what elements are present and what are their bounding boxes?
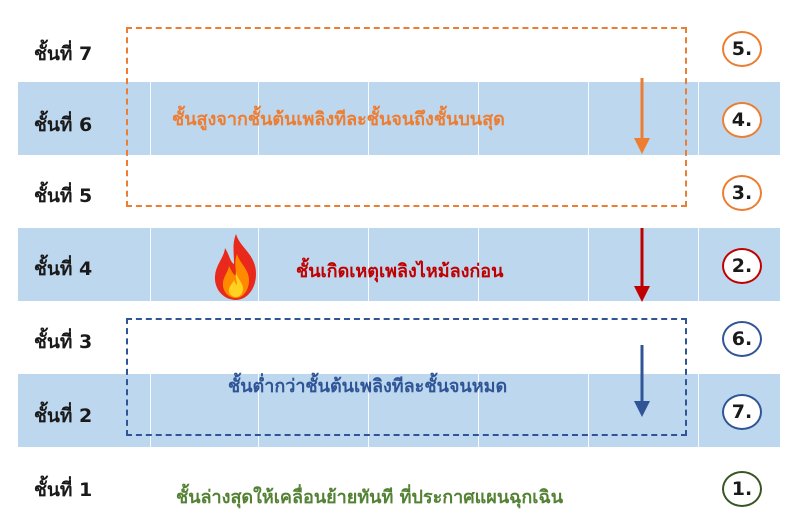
- upper-floors-group-box: [126, 27, 687, 207]
- fire-icon: [214, 234, 256, 300]
- step-badge-floor-7: 5.: [722, 31, 762, 67]
- column-divider: [478, 8, 479, 513]
- column-divider: [588, 8, 589, 513]
- floor-label-1: ชั้นที่ 1: [34, 479, 93, 501]
- step-badge-floor-6: 4.: [722, 102, 762, 138]
- step-badge-floor-5: 3.: [722, 175, 762, 211]
- floor-label-4: ชั้นที่ 4: [34, 258, 93, 280]
- column-divider: [368, 8, 369, 513]
- step-badge-floor-4: 2.: [722, 248, 762, 284]
- fire-down-arrow: [634, 228, 650, 302]
- fire-floor-caption: ชั้นเกิดเหตุเพลิงไหม้ลงก่อน: [296, 261, 504, 282]
- step-badge-floor-3: 6.: [722, 321, 762, 357]
- floor-label-3: ชั้นที่ 3: [34, 331, 93, 353]
- upper-floors-caption: ชั้นสูงจากชั้นต้นเพลิงทีละชั้นจนถึงชั้นบ…: [172, 109, 505, 130]
- upper-down-arrow: [634, 78, 650, 154]
- floor-label-6: ชั้นที่ 6: [34, 114, 93, 136]
- column-divider: [698, 8, 699, 513]
- floor-row-4: [18, 228, 780, 301]
- step-badge-floor-2: 7.: [722, 394, 762, 430]
- floor-label-2: ชั้นที่ 2: [34, 405, 93, 427]
- lower-floors-group-box: [126, 318, 687, 436]
- lower-down-arrow: [634, 345, 650, 417]
- column-divider: [258, 8, 259, 513]
- step-badge-floor-1: 1.: [722, 471, 762, 507]
- column-divider: [150, 8, 151, 513]
- floor-label-7: ชั้นที่ 7: [34, 43, 93, 65]
- lower-floors-caption: ชั้นต่ำกว่าชั้นต้นเพลิงทีละชั้นจนหมด: [228, 376, 508, 397]
- floor-label-5: ชั้นที่ 5: [34, 185, 93, 207]
- floor-row-6: [18, 82, 780, 155]
- ground-floor-caption: ชั้นล่างสุดให้เคลื่อนย้ายทันที ที่ประกาศ…: [176, 487, 564, 508]
